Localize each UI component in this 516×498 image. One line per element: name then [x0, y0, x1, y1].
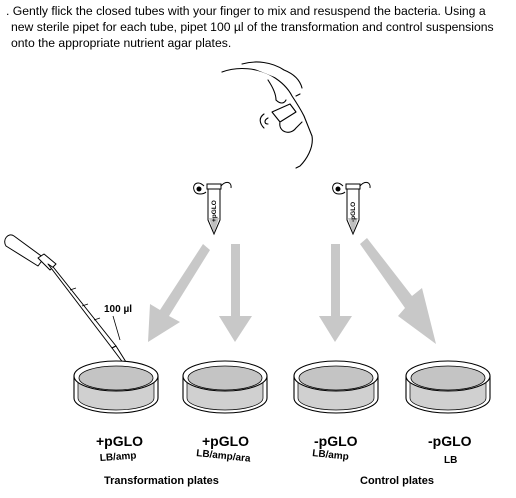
- plate-4-medium: LB: [444, 455, 457, 466]
- pipet-volume-label: 100 µl: [104, 304, 132, 315]
- instruction-text: . Gently flick the closed tubes with you…: [6, 3, 514, 51]
- plate-2-plasmid: +pGLO: [202, 433, 249, 449]
- control-plates-caption: Control plates: [360, 475, 434, 487]
- plate-4-plasmid: -pGLO: [428, 433, 472, 449]
- plate-3-medium: LB/amp: [312, 448, 350, 463]
- transformation-plates-caption: Transformation plates: [104, 475, 219, 487]
- plate-2: [182, 360, 268, 414]
- plate-3: [293, 360, 379, 414]
- plate-3-plasmid: -pGLO: [314, 433, 358, 449]
- hand-flicking-illustration: [221, 61, 313, 169]
- plate-4: [405, 360, 491, 414]
- arrow-to-plate-4: [360, 238, 436, 344]
- tube-plus-pglo: +pGLO: [193, 181, 232, 235]
- arrow-to-plate-2: [219, 244, 252, 342]
- plate-2-medium: LB/amp/ara: [196, 448, 252, 465]
- instruction-line-1: . Gently flick the closed tubes with you…: [6, 4, 486, 18]
- instruction-line-2: new sterile pipet for each tube, pipet 1…: [11, 20, 494, 34]
- plate-1: [73, 360, 159, 414]
- arrow-to-plate-3: [319, 244, 352, 342]
- tube-label: -pGLO: [350, 202, 357, 222]
- instruction-line-3: onto the appropriate nutrient agar plate…: [11, 36, 232, 50]
- arrow-to-plate-1: [148, 244, 210, 342]
- tube-minus-pglo: -pGLO: [332, 181, 371, 235]
- tube-label: +pGLO: [211, 200, 218, 222]
- plate-1-medium: LB/amp: [99, 450, 136, 464]
- plate-1-plasmid: +pGLO: [96, 433, 143, 449]
